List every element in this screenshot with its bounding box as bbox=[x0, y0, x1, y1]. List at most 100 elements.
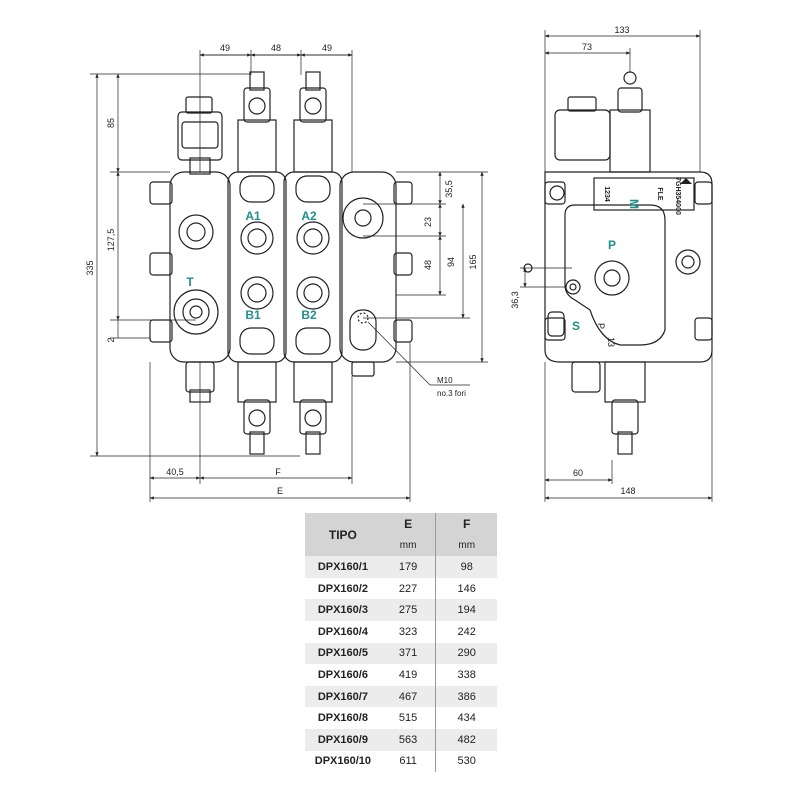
plate-code: 7GH354000 bbox=[674, 177, 681, 215]
row-type-cell: DPX160/2 bbox=[305, 577, 381, 600]
dim-48-vertical: 48 bbox=[423, 260, 433, 270]
dim-f: F bbox=[275, 467, 281, 477]
row-f-cell: 530 bbox=[435, 750, 497, 773]
tie-rod-nut bbox=[393, 181, 413, 205]
dim-148: 148 bbox=[620, 486, 635, 496]
side-body bbox=[544, 171, 713, 363]
work-section-2 bbox=[283, 171, 343, 363]
spool-top-2 bbox=[293, 119, 333, 173]
row-f-cell: 194 bbox=[435, 599, 497, 621]
row-f-cell: 290 bbox=[435, 642, 497, 665]
row-e-cell: 611 bbox=[380, 750, 436, 773]
row-type-cell: DPX160/10 bbox=[305, 750, 381, 773]
row-f-cell: 242 bbox=[435, 620, 497, 643]
dim-35-5: 35,5 bbox=[444, 180, 454, 198]
side-solenoid bbox=[554, 109, 611, 161]
tie-rod-nut bbox=[149, 319, 173, 343]
dim-165: 165 bbox=[468, 254, 478, 269]
row-f-cell: 386 bbox=[435, 685, 497, 708]
row-type-cell: DPX160/5 bbox=[305, 642, 381, 665]
dim-85: 85 bbox=[106, 118, 116, 128]
label-m: M bbox=[627, 199, 641, 209]
dim-335: 335 bbox=[85, 260, 95, 275]
tie-rod-nut bbox=[149, 181, 173, 205]
dim-23: 23 bbox=[423, 217, 433, 227]
port-label-t: T bbox=[186, 275, 194, 289]
row-f-cell: 482 bbox=[435, 728, 497, 751]
front-view bbox=[149, 71, 413, 455]
label-p-small: P bbox=[596, 323, 606, 329]
row-e-cell: 323 bbox=[380, 620, 436, 643]
table-header-type: TIPO bbox=[305, 513, 381, 557]
side-body-inner bbox=[564, 204, 666, 346]
row-type-cell: DPX160/4 bbox=[305, 620, 381, 643]
plate-1234: 1234 bbox=[603, 186, 610, 202]
row-e-cell: 371 bbox=[380, 642, 436, 665]
row-e-cell: 515 bbox=[380, 707, 436, 729]
tie-rod-nut bbox=[149, 252, 173, 276]
row-type-cell: DPX160/8 bbox=[305, 707, 381, 729]
tie-rod-nut bbox=[393, 319, 413, 343]
table-unit-f: mm bbox=[435, 534, 497, 557]
tie-rod-nut bbox=[393, 252, 413, 276]
row-f-cell: 98 bbox=[435, 556, 497, 578]
port-label-a2: A2 bbox=[301, 209, 317, 223]
port-label-p: P bbox=[608, 238, 616, 252]
dim-94: 94 bbox=[446, 257, 456, 267]
dim-49: 49 bbox=[322, 43, 332, 53]
dim-133: 133 bbox=[614, 25, 629, 35]
row-e-cell: 227 bbox=[380, 577, 436, 600]
dim-e: E bbox=[277, 486, 283, 496]
port-label-b2: B2 bbox=[301, 308, 317, 322]
row-f-cell: 434 bbox=[435, 707, 497, 729]
dim-2: 2 bbox=[106, 337, 116, 342]
end-cover bbox=[339, 171, 397, 363]
dim-40-5: 40,5 bbox=[166, 467, 184, 477]
row-f-cell: 338 bbox=[435, 664, 497, 686]
id-plate bbox=[593, 177, 695, 211]
note-m10: M10 bbox=[437, 376, 453, 385]
table-header-f: F bbox=[435, 513, 497, 535]
row-e-cell: 563 bbox=[380, 728, 436, 751]
port-label-b1: B1 bbox=[245, 308, 261, 322]
table-header-e: E bbox=[380, 513, 436, 535]
spool-top-1 bbox=[237, 119, 277, 173]
row-type-cell: DPX160/1 bbox=[305, 556, 381, 578]
side-view bbox=[523, 71, 713, 455]
spool-bottom-2 bbox=[293, 361, 333, 403]
technical-drawing: 49 48 49 335 85 127,5 2 35,5 23 48 94 16… bbox=[85, 25, 713, 502]
dim-49: 49 bbox=[220, 43, 230, 53]
row-e-cell: 179 bbox=[380, 556, 436, 578]
row-e-cell: 467 bbox=[380, 685, 436, 708]
port-label-a1: A1 bbox=[245, 209, 261, 223]
row-type-cell: DPX160/9 bbox=[305, 728, 381, 751]
row-f-cell: 146 bbox=[435, 577, 497, 600]
label-s: S bbox=[572, 319, 580, 333]
row-e-cell: 275 bbox=[380, 599, 436, 621]
dim-127-5: 127,5 bbox=[106, 229, 116, 252]
work-section-1 bbox=[227, 171, 287, 363]
row-type-cell: DPX160/6 bbox=[305, 664, 381, 686]
row-e-cell: 419 bbox=[380, 664, 436, 686]
table-unit-e: mm bbox=[380, 534, 436, 557]
note-holes: no.3 fori bbox=[437, 389, 466, 398]
row-type-cell: DPX160/3 bbox=[305, 599, 381, 621]
dim-73: 73 bbox=[582, 42, 592, 52]
spool-bottom-1 bbox=[237, 361, 277, 403]
label-13: 13 bbox=[606, 337, 616, 347]
dim-48: 48 bbox=[271, 43, 281, 53]
dim-60: 60 bbox=[573, 468, 583, 478]
brand-logo-icon bbox=[680, 178, 692, 184]
